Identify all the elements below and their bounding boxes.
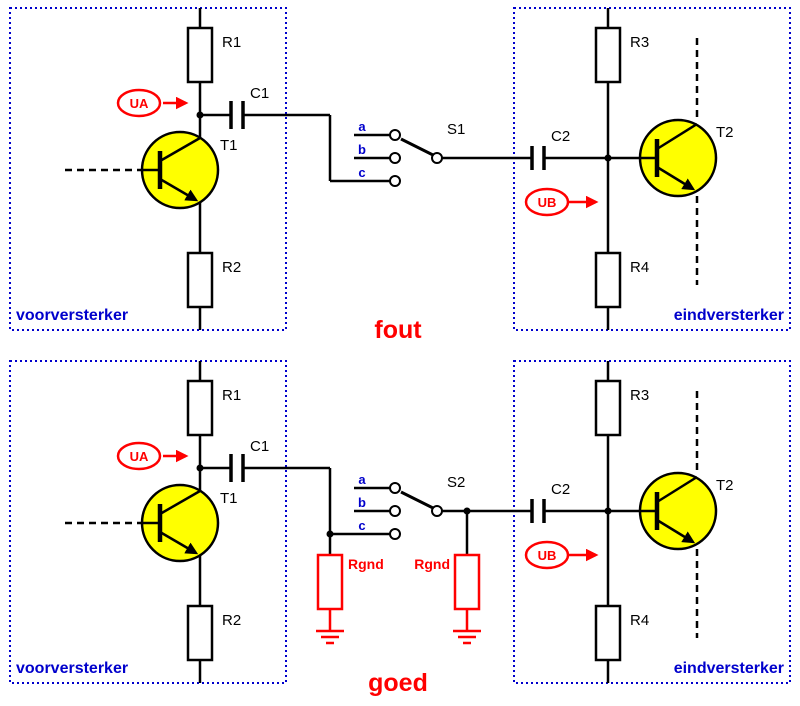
c1-signal-wire [200,466,390,536]
contact-c-label: c [358,165,365,180]
poweramp-label: eindversterker [674,660,784,677]
t2-collector [656,475,698,504]
circuit-fout: voorversterker eindversterker fout R1 R2… [9,7,791,344]
transistor-t1 [65,483,220,563]
t1-emitter-arrow-icon [159,530,199,555]
poweramp-box [513,360,791,684]
transistor-t2 [608,391,718,638]
ua-oval [116,88,162,118]
preamp-label: voorversterker [16,307,128,324]
switch-arm [400,490,434,510]
t1-emitter-arrow-icon [159,177,199,202]
resistor-r2-label: R2 [222,259,241,276]
verdict-label: goed [368,669,428,697]
resistor-r2-label: R2 [222,612,241,629]
preamp-box [9,7,287,331]
t2-collector [656,122,698,151]
switch-contact-c [389,528,401,540]
switch-pole [431,152,443,164]
resistor-r4-label: R4 [630,259,649,276]
ground-icon [453,609,481,645]
t1-collector [159,136,201,163]
contact-a-label: a [358,472,366,487]
switch-pole [431,505,443,517]
resistor-r4-label: R4 [630,612,649,629]
switch-contact-a [389,129,401,141]
switch-label: S2 [447,474,465,491]
t2-emitter-arrow-icon [656,518,696,544]
switch-contact-b [389,505,401,517]
capacitor-c1 [229,101,245,129]
capacitor-c1-label: C1 [250,85,269,102]
ub-oval [524,187,570,217]
transistor-t1 [65,130,220,210]
capacitor-c2 [530,499,546,523]
t2-emitter-arrow-icon [656,165,696,191]
selector-switch: a b c S2 [354,472,465,540]
transistor-t1-label: T1 [220,490,238,507]
preamp-box [9,360,287,684]
resistor-r2 [186,251,214,309]
ub-oval [524,540,570,570]
selector-switch: a b c S1 [354,119,465,187]
contact-b-label: b [358,142,366,157]
poweramp-box [513,7,791,331]
resistor-r3 [594,26,622,84]
ua-indicator: UA [116,88,189,118]
ua-label: UA [130,449,149,464]
ground-icon [316,609,344,645]
ua-oval [116,441,162,471]
contact-stub-wires [354,486,390,513]
capacitor-c1-label: C1 [250,438,269,455]
switch-contact-a [389,482,401,494]
resistor-r4 [594,251,622,309]
resistor-r3-label: R3 [630,387,649,404]
rgnd-right-resistor [453,553,481,611]
verdict-label: fout [374,316,422,344]
resistor-r2 [186,604,214,662]
contact-b-label: b [358,495,366,510]
resistor-r1-label: R1 [222,34,241,51]
resistor-r1 [186,26,214,84]
ub-label: UB [538,548,557,563]
t1-collector [159,489,201,516]
resistor-r3 [594,379,622,437]
rgnd-left-resistor [316,553,344,611]
capacitor-c2-label: C2 [551,481,570,498]
capacitor-c2 [530,146,546,170]
ub-indicator: UB [524,540,599,570]
transistor-t2 [608,38,718,285]
switch-contact-b [389,152,401,164]
transistor-t2-label: T2 [716,124,734,141]
resistor-r1 [186,379,214,437]
switch-label: S1 [447,121,465,138]
contact-a-label: a [358,119,366,134]
circuit-goed: voorversterker eindversterker goed R1 R2… [9,360,791,697]
capacitor-c1 [229,454,245,482]
capacitor-c2-label: C2 [551,128,570,145]
poweramp-label: eindversterker [674,307,784,324]
rgnd-right-label: Rgnd [414,556,450,572]
contact-c-label: c [358,518,365,533]
resistor-r3-label: R3 [630,34,649,51]
rgnd-left-label: Rgnd [348,556,384,572]
transistor-t2-label: T2 [716,477,734,494]
resistor-r4 [594,604,622,662]
ua-indicator: UA [116,441,189,471]
resistor-r1-label: R1 [222,387,241,404]
switch-contact-c [389,175,401,187]
switch-arm [400,137,434,157]
ub-label: UB [538,195,557,210]
ub-indicator: UB [524,187,599,217]
c1-signal-wire [200,113,390,183]
preamp-label: voorversterker [16,660,128,677]
transistor-t1-label: T1 [220,137,238,154]
contact-stub-wires [354,133,390,160]
ua-label: UA [130,96,149,111]
